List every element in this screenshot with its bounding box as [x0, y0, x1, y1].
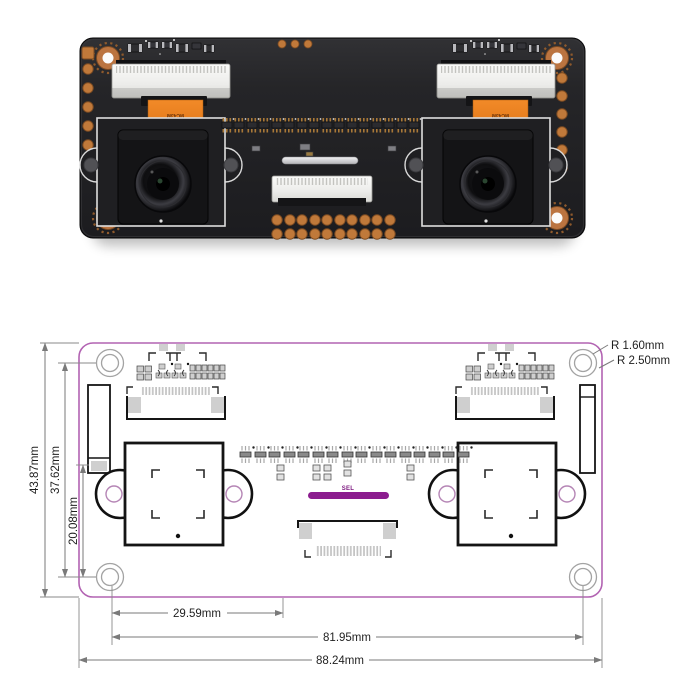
dimension-hole-span-vertical: 37.62mm: [50, 362, 96, 578]
pin-to-hole-label: 20.08mm: [68, 497, 80, 545]
dimension-hole-span-horizontal: 81.95mm: [111, 586, 584, 645]
sel-bar: [308, 492, 389, 499]
pcb-board-highlight: [81, 39, 584, 237]
pad-column-left: [81, 46, 95, 151]
dimension-board-width: 88.24mm: [78, 598, 603, 668]
dimension-board-height: 43.87mm: [29, 342, 79, 598]
hole-radius-label: R 1.60mm: [611, 340, 664, 352]
hole-span-vertical-label: 37.62mm: [50, 446, 62, 494]
pads-top-center: [277, 39, 313, 49]
hole-to-center-label: 29.59mm: [173, 608, 221, 620]
small-parts-center: [251, 143, 397, 157]
callout-corner-radius: R 2.50mm: [598, 355, 670, 369]
board-width-label: 88.24mm: [316, 655, 364, 667]
corner-radius-label: R 2.50mm: [617, 355, 670, 367]
mounting-holes-diagram: [95, 348, 598, 592]
callout-hole-radius: R 1.60mm: [592, 340, 664, 355]
diagram-section: SEL 43.87mm 37.62mm 20.08mm: [29, 340, 670, 668]
board-height-label: 43.87mm: [29, 446, 41, 494]
camera-module-left: [79, 117, 243, 227]
photo-section: [79, 37, 586, 246]
silver-slot-bar: [281, 156, 359, 165]
camera-module-right: [404, 117, 568, 227]
ffc-footprint-bottom: [297, 520, 398, 558]
hole-span-horizontal-label: 81.95mm: [323, 632, 371, 644]
sel-label: SEL: [342, 486, 355, 492]
zif-connector-bottom: [271, 175, 373, 206]
dimension-hole-to-center: 29.59mm: [111, 586, 284, 645]
dimension-pin-to-hole: 20.08mm: [68, 464, 89, 578]
edge-connector-left: [87, 384, 111, 474]
edge-connector-right: [579, 384, 596, 474]
